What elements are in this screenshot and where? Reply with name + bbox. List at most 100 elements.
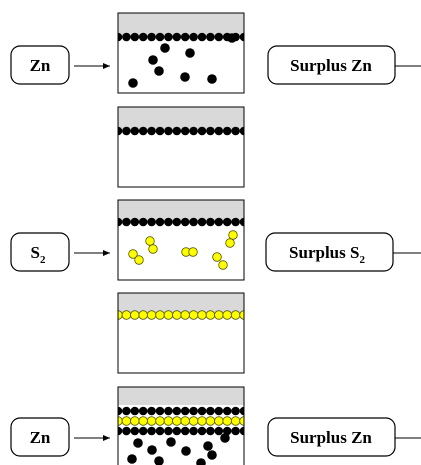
zinc-atom bbox=[147, 426, 156, 436]
surface-band bbox=[118, 107, 244, 129]
zinc-atom bbox=[189, 126, 198, 136]
sulfur-atom bbox=[130, 310, 140, 320]
input-zn-label: Zn bbox=[30, 428, 51, 447]
zinc-atom bbox=[155, 126, 165, 136]
zinc-atom bbox=[172, 426, 182, 436]
zinc-atom bbox=[207, 74, 217, 84]
panel-4-frame bbox=[117, 292, 245, 374]
sulfur-atom bbox=[121, 416, 132, 426]
sulfur-atom bbox=[230, 416, 241, 426]
sulfur-atom bbox=[222, 310, 232, 320]
zinc-atom bbox=[214, 126, 224, 136]
output-surplus-s2-box bbox=[265, 232, 394, 272]
zinc-atom bbox=[239, 32, 244, 42]
zinc-atom bbox=[164, 426, 173, 436]
zinc-atom bbox=[220, 433, 230, 443]
zinc-atom bbox=[127, 454, 137, 464]
sulfur-atom bbox=[228, 230, 238, 240]
sulfur-atom bbox=[138, 416, 148, 426]
sulfur-atom bbox=[128, 249, 138, 259]
panel-1 bbox=[117, 12, 245, 94]
sulfur-atom bbox=[172, 416, 182, 426]
panel-5-frame bbox=[117, 386, 245, 465]
zinc-atom bbox=[138, 32, 148, 42]
zinc-atom bbox=[185, 48, 195, 58]
panel-3-frame bbox=[117, 199, 245, 281]
zinc-atom bbox=[133, 438, 143, 448]
sulfur-atom bbox=[145, 236, 155, 246]
zinc-atom bbox=[180, 72, 190, 82]
zinc-atom bbox=[122, 406, 131, 416]
zinc-atom bbox=[147, 126, 156, 136]
zinc-atom bbox=[118, 217, 123, 227]
zinc-atom bbox=[147, 217, 156, 227]
zinc-atom bbox=[138, 126, 148, 136]
zinc-atom bbox=[180, 426, 190, 436]
zinc-atom bbox=[164, 126, 173, 136]
zinc-atom bbox=[148, 55, 158, 65]
zinc-atom bbox=[164, 217, 173, 227]
zinc-atom bbox=[180, 32, 190, 42]
input-zn-box bbox=[10, 45, 70, 85]
zinc-atom bbox=[147, 406, 156, 416]
sulfur-atom bbox=[121, 310, 132, 320]
zinc-atom bbox=[122, 126, 131, 136]
zinc-atom bbox=[128, 78, 138, 88]
zinc-atom bbox=[172, 406, 182, 416]
sulfur-atom bbox=[180, 310, 190, 320]
zinc-atom bbox=[160, 43, 170, 53]
sulfur-atom bbox=[188, 310, 199, 320]
panel-1-frame bbox=[117, 12, 245, 94]
sulfur-atom bbox=[214, 310, 224, 320]
output-surplus-zn-box bbox=[267, 45, 396, 85]
sulfur-atom bbox=[138, 310, 148, 320]
panel-3 bbox=[117, 199, 245, 281]
zinc-atom bbox=[122, 217, 131, 227]
input-s2-label: S2 bbox=[31, 243, 46, 266]
zinc-atom bbox=[138, 426, 148, 436]
zinc-atom bbox=[227, 33, 237, 43]
zinc-atom bbox=[189, 406, 198, 416]
zinc-atom bbox=[180, 126, 190, 136]
zinc-atom bbox=[118, 32, 123, 42]
input-zn-box bbox=[10, 417, 70, 457]
step-2: S2 Surplus S2 bbox=[10, 232, 421, 272]
zinc-atom bbox=[172, 126, 182, 136]
panel-5 bbox=[117, 386, 245, 465]
sulfur-atom bbox=[214, 416, 224, 426]
zinc-atom bbox=[222, 406, 232, 416]
sulfur-atom bbox=[218, 260, 228, 270]
sulfur-atom bbox=[180, 416, 190, 426]
zinc-atom bbox=[207, 450, 217, 460]
output-surplus-zn-box bbox=[267, 417, 396, 457]
zinc-atom bbox=[214, 32, 224, 42]
zinc-atom bbox=[130, 406, 140, 416]
sulfur-atom bbox=[222, 416, 232, 426]
zinc-atom bbox=[155, 426, 165, 436]
zinc-atom bbox=[239, 426, 244, 436]
zinc-atom bbox=[155, 32, 165, 42]
zinc-atom bbox=[214, 426, 224, 436]
zinc-atom bbox=[222, 217, 232, 227]
zinc-atom bbox=[239, 217, 244, 227]
sulfur-atom bbox=[205, 416, 216, 426]
zinc-atom bbox=[231, 406, 240, 416]
sulfur-atom bbox=[230, 310, 241, 320]
zinc-atom bbox=[118, 426, 123, 436]
surface-band bbox=[118, 387, 244, 405]
sulfur-atom bbox=[197, 310, 207, 320]
zinc-atom bbox=[222, 126, 232, 136]
zinc-atom bbox=[138, 217, 148, 227]
output-surplus-s2-label: Surplus S2 bbox=[289, 243, 365, 266]
zinc-atom bbox=[180, 406, 190, 416]
zinc-atom bbox=[231, 217, 240, 227]
zinc-atom bbox=[154, 66, 164, 76]
zinc-atom bbox=[122, 32, 131, 42]
zinc-atom bbox=[197, 217, 207, 227]
sulfur-atom bbox=[163, 416, 174, 426]
zinc-atom bbox=[130, 32, 140, 42]
zinc-atom bbox=[222, 426, 232, 436]
sulfur-atom bbox=[188, 247, 198, 257]
panel-2-frame bbox=[117, 106, 245, 188]
